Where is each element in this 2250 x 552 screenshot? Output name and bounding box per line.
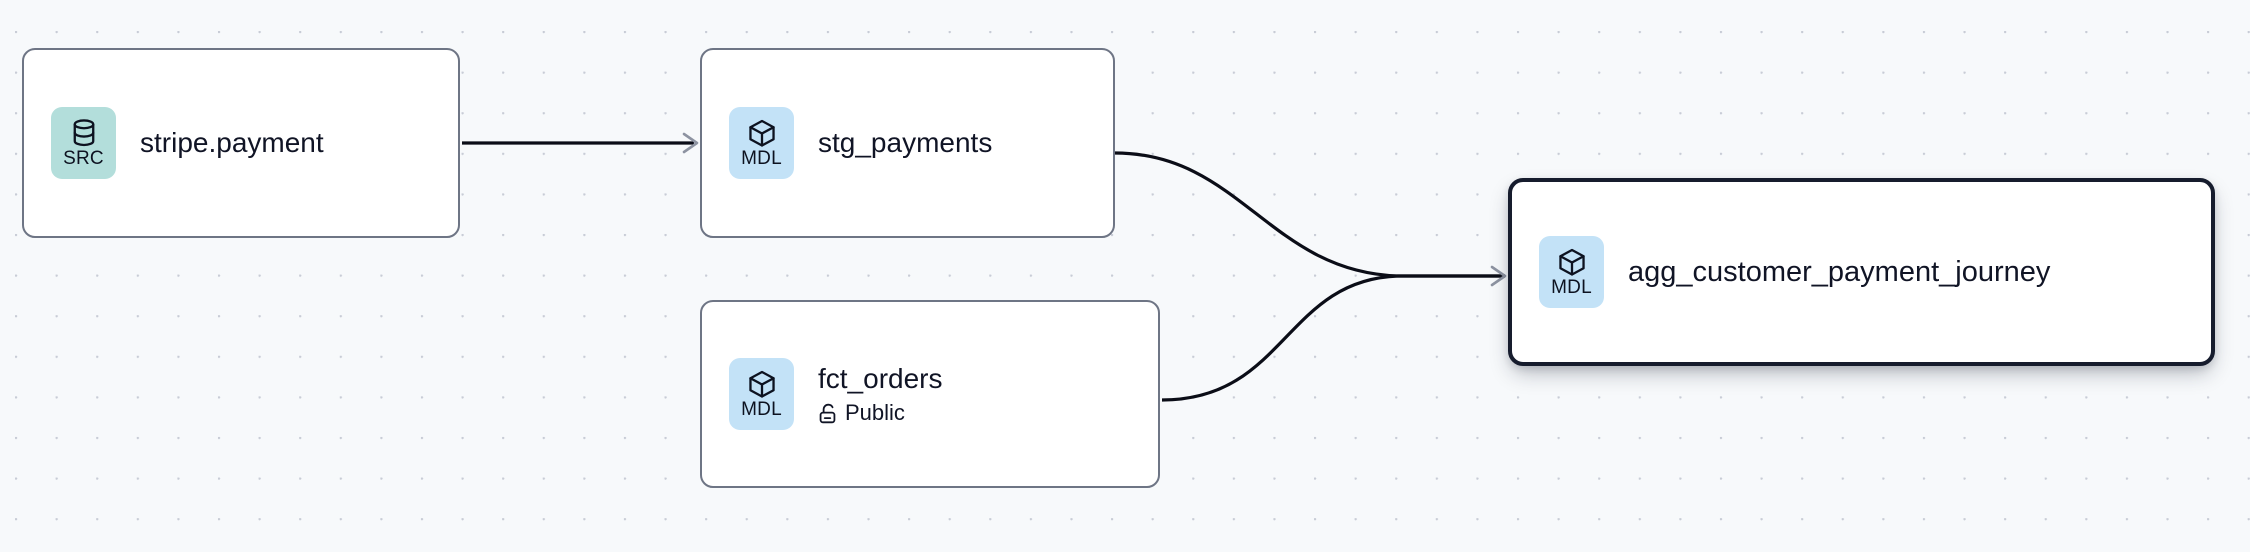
node-body: stg_payments — [818, 127, 992, 159]
edge-fct-orders-to-agg-customer — [1161, 274, 1505, 402]
badge-label: MDL — [1551, 276, 1592, 298]
badge-label: MDL — [741, 147, 782, 169]
cube-icon — [1557, 247, 1587, 277]
badge-model: MDL — [729, 358, 794, 430]
node-stripe-payment[interactable]: SRC stripe.payment — [22, 48, 460, 238]
badge-label: SRC — [63, 147, 104, 169]
badge-model: MDL — [1539, 236, 1604, 308]
node-title: stripe.payment — [140, 127, 324, 158]
node-stg-payments[interactable]: MDL stg_payments — [700, 48, 1115, 238]
badge-label: MDL — [741, 398, 782, 420]
node-visibility: Public — [818, 401, 943, 425]
cube-icon — [747, 369, 777, 399]
badge-source: SRC — [51, 107, 116, 179]
node-title: stg_payments — [818, 127, 993, 158]
edge-stg-payments-to-agg-customer — [1114, 151, 1505, 278]
node-body: agg_customer_payment_journey — [1628, 256, 2050, 288]
edge-arrowhead-stg-payments — [682, 132, 699, 154]
node-body: fct_orders Public — [818, 363, 943, 425]
cube-icon — [747, 118, 777, 148]
badge-model: MDL — [729, 107, 794, 179]
unlock-icon — [818, 403, 837, 424]
node-agg-customer-payment-journey[interactable]: MDL agg_customer_payment_journey — [1508, 178, 2215, 366]
node-title: fct_orders — [818, 363, 943, 394]
node-visibility-label: Public — [845, 400, 905, 425]
node-body: stripe.payment — [140, 127, 324, 159]
node-title: agg_customer_payment_journey — [1628, 256, 2051, 288]
node-fct-orders[interactable]: MDL fct_orders Public — [700, 300, 1160, 488]
database-icon — [70, 118, 98, 148]
edge-arrowhead-agg-customer — [1490, 265, 1507, 287]
